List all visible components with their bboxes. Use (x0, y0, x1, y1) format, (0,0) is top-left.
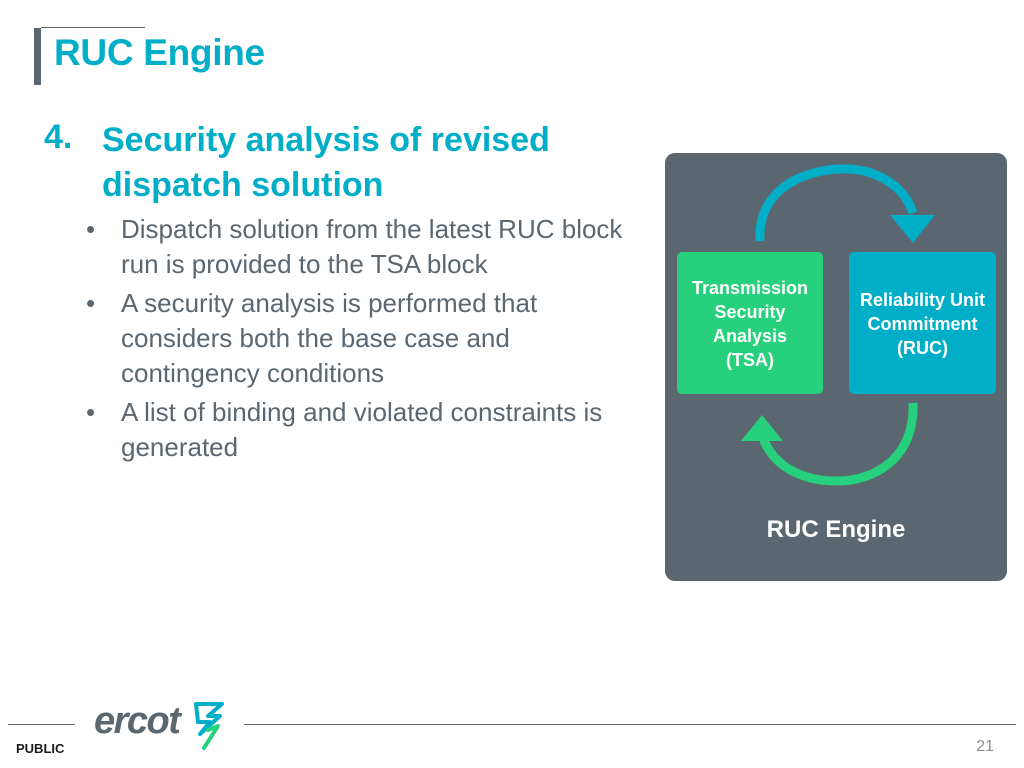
bullet-item: • A list of binding and violated constra… (86, 395, 646, 465)
engine-label: RUC Engine (766, 516, 906, 543)
bullet-dot-icon: • (86, 288, 96, 318)
ercot-bolt-icon (194, 702, 224, 750)
classification-label: PUBLIC (16, 741, 65, 756)
bullet-item: • A security analysis is performed that … (86, 286, 646, 391)
section-heading-line: Security analysis of revised (102, 121, 550, 159)
bottom-arc-arrow-icon (758, 402, 918, 486)
footer-rule-right (244, 724, 1016, 725)
bullet-text: A list of binding and violated constrain… (121, 397, 603, 462)
title-accent-bar (34, 28, 41, 85)
tsa-block: Transmission Security Analysis (TSA) (677, 252, 823, 394)
bullet-item: • Dispatch solution from the latest RUC … (86, 212, 646, 282)
section-heading: Security analysis of revised dispatch so… (102, 118, 642, 208)
page-number: 21 (976, 738, 994, 755)
bullet-dot-icon: • (86, 397, 96, 427)
bullet-list: • Dispatch solution from the latest RUC … (86, 212, 646, 469)
tsa-label-line: Transmission (691, 278, 809, 298)
bullet-dot-icon: • (86, 214, 96, 244)
top-arc-arrow-icon (755, 164, 918, 242)
ruc-block: Reliability Unit Commitment (RUC) (849, 252, 996, 394)
top-arrowhead-icon (890, 215, 935, 243)
footer-rule-left (8, 724, 75, 725)
tsa-label-line: Security (714, 302, 786, 322)
heading-number: 4. (44, 118, 73, 156)
tsa-label-line: (TSA) (726, 350, 774, 370)
ruc-label-line: Commitment (867, 314, 978, 334)
tsa-label-line: Analysis (712, 326, 788, 346)
title-top-rule (41, 27, 145, 28)
bottom-arrowhead-icon (741, 415, 783, 441)
ruc-label-line: (RUC) (897, 338, 948, 358)
bullet-text: Dispatch solution from the latest RUC bl… (121, 214, 623, 279)
cycle-arrows (741, 164, 935, 486)
ercot-logo: ercot (94, 700, 181, 742)
ruc-label-line: Reliability Unit (859, 290, 985, 310)
section-heading-line: dispatch solution (102, 166, 384, 204)
bullet-text: A security analysis is performed that co… (121, 288, 538, 388)
page-title: RUC Engine (54, 32, 265, 73)
